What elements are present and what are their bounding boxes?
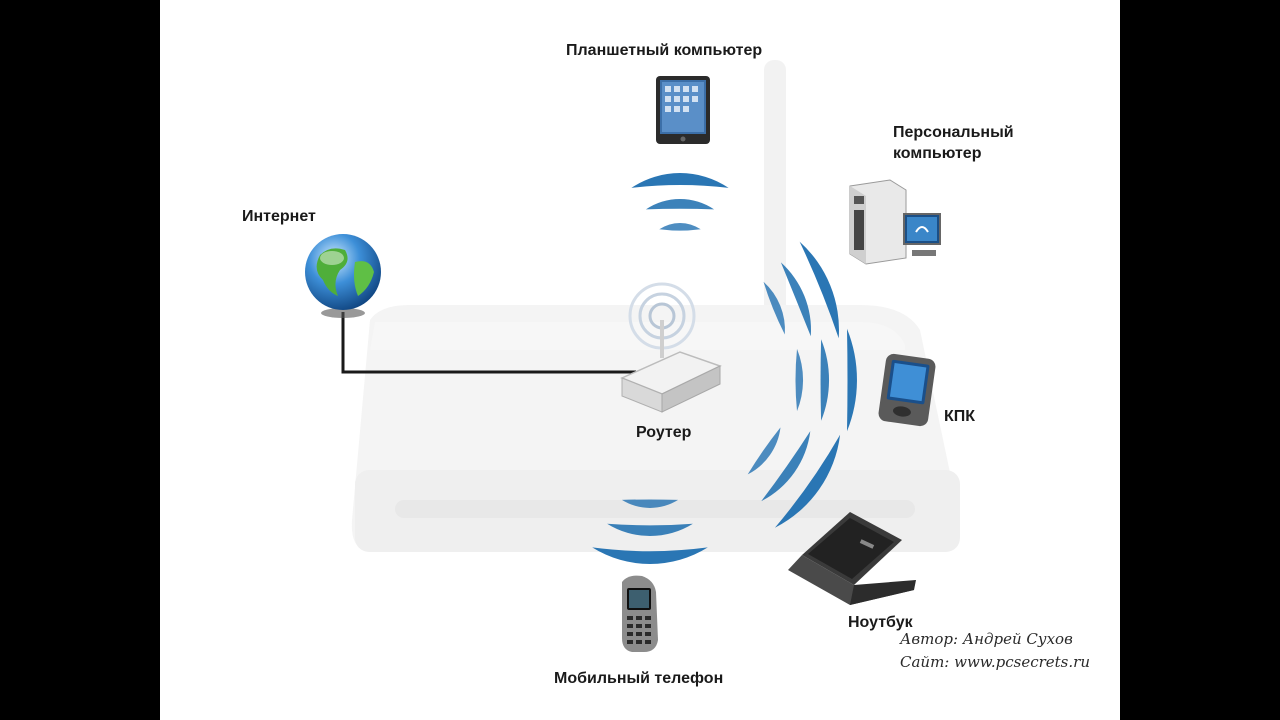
diagram-canvas: Планшетный компьютер Персональный компью… <box>160 0 1120 720</box>
router-label: Роутер <box>636 424 692 441</box>
author-credit: Автор: Андрей Сухов <box>900 630 1073 648</box>
mobile-phone-icon <box>622 575 658 652</box>
wifi-wave-phone-2 <box>607 523 693 536</box>
laptop-label: Ноутбук <box>848 614 913 631</box>
wifi-wave-phone-1 <box>592 547 708 564</box>
pda-label: КПК <box>944 408 976 425</box>
wifi-wave-tablet-2 <box>645 198 715 210</box>
internet-cable <box>341 312 636 374</box>
wifi-router-icon <box>620 282 722 413</box>
wifi-wave-pda-2 <box>820 339 830 421</box>
phone-label: Мобильный телефон <box>554 670 724 687</box>
wifi-wave-pda-1 <box>847 328 857 432</box>
wifi-wave-phone-3 <box>621 499 679 508</box>
pc-label: Персональный компьютер <box>893 124 1014 162</box>
internet-label: Интернет <box>242 208 316 225</box>
tablet-icon <box>656 76 710 144</box>
wifi-wave-pc-2 <box>780 262 812 337</box>
pda-icon <box>878 353 936 427</box>
site-credit: Сайт: www.pcsecrets.ru <box>900 653 1090 671</box>
wifi-wave-pda-3 <box>795 348 804 412</box>
laptop-icon <box>788 512 916 605</box>
wifi-wave-laptop-3 <box>747 427 781 475</box>
globe-icon <box>305 234 381 318</box>
wifi-wave-pc-1 <box>799 241 839 339</box>
network-diagram <box>305 60 960 652</box>
desktop-computer-icon <box>849 179 941 265</box>
wifi-wave-pc-3 <box>763 281 785 335</box>
tablet-label: Планшетный компьютер <box>566 42 763 59</box>
wifi-signal-waves <box>592 173 857 564</box>
wifi-wave-tablet-3 <box>659 222 701 231</box>
wifi-wave-tablet-1 <box>631 173 729 188</box>
